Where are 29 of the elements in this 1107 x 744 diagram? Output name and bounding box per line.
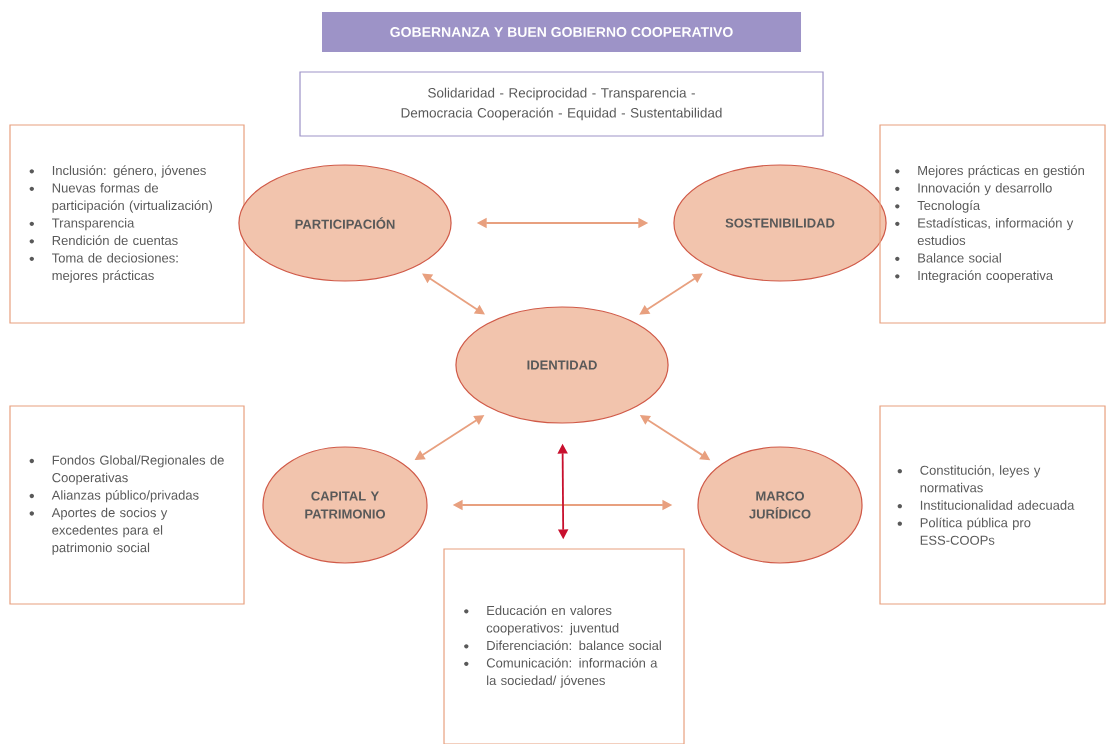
bullet-item: Balance social xyxy=(895,253,1001,263)
bullet-item: Constitución, leyes y normativas xyxy=(897,465,1041,493)
bullet-item: Inclusión: género, jóvenes xyxy=(29,165,206,178)
double-arrow xyxy=(639,273,703,315)
bullet-item: Toma de deciosiones: mejores prácticas xyxy=(29,253,178,283)
list-box xyxy=(879,124,1106,324)
bullet-item: Institucionalidad adecuada xyxy=(897,500,1075,510)
bullet-item: Innovación y desarrollo xyxy=(895,182,1052,196)
bullet-item: Política pública pro ESS-COOPs xyxy=(897,517,1031,545)
bullet-item: Transparencia xyxy=(29,218,135,231)
bullet-item: Mejores prácticas en gestión xyxy=(895,165,1084,178)
bullet-item: Alianzas público/privadas xyxy=(29,490,199,503)
bullet-item: Comunicación: información a la sociedad/ jóvenes xyxy=(464,657,658,688)
values-box: Solidaridad - Reciprocidad - Transparencia - Democracia Cooperación - Equidad - Sustentabilidad xyxy=(299,71,824,137)
bullet-item: Estadísticas, información y estudios xyxy=(895,217,1074,246)
title-band: GOBERNANZA Y BUEN GOBIERNO COOPERATIVO xyxy=(322,12,801,52)
bullet-item: Tecnología xyxy=(895,200,981,213)
list-box xyxy=(879,405,1106,605)
bullet-item: Diferenciación: balance social xyxy=(464,640,661,651)
list-box xyxy=(443,548,685,744)
list-box xyxy=(9,405,245,605)
list-box xyxy=(9,124,245,324)
bullet-item: Aportes de socios y excedentes para el patrimonio social xyxy=(29,507,168,555)
double-arrow xyxy=(422,273,485,315)
bullet-item: Educación en valores cooperativos: juventud xyxy=(464,605,619,636)
bullet-item: Nuevas formas de participación (virtualización) xyxy=(29,183,212,213)
bullet-item: Fondos Global/Regionales de Cooperativas xyxy=(29,455,224,485)
bullet-item: Integración cooperativa xyxy=(895,270,1054,283)
bullet-item: Rendición de cuentas xyxy=(29,235,178,246)
